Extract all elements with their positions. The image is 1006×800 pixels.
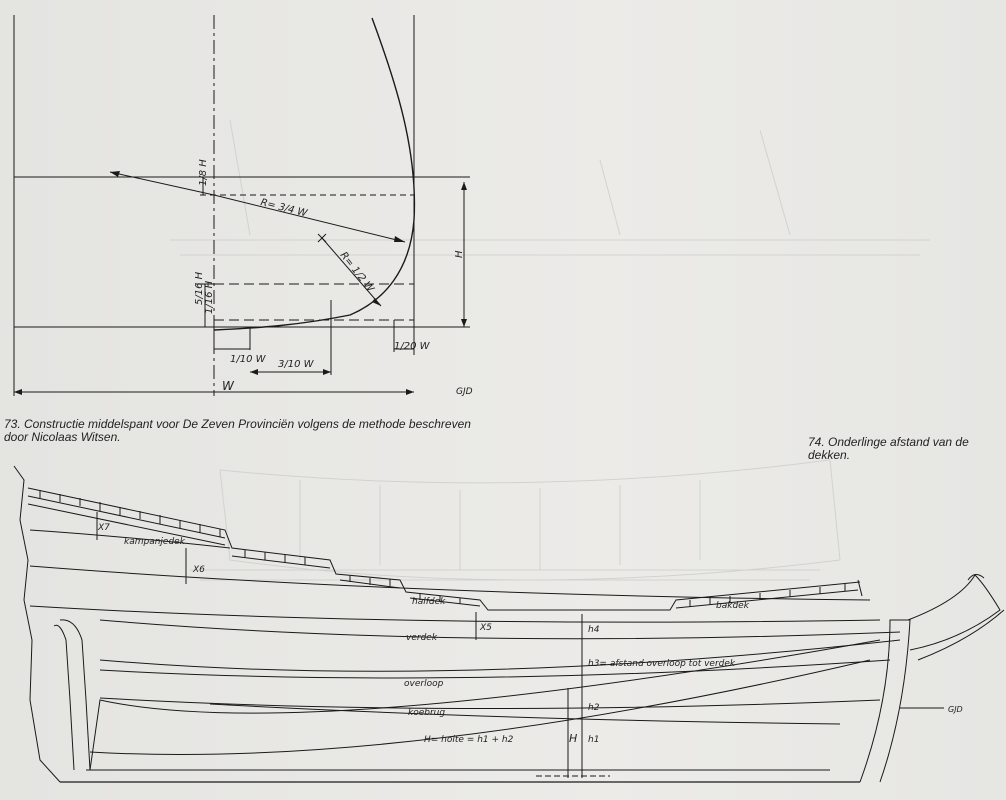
railing-balusters (39, 490, 846, 607)
radius-small-line (321, 237, 382, 307)
caption-fig73-line1: 73. Constructie middelspant voor De Zeve… (4, 417, 471, 431)
label-one-sixteenth-h: 1/16 H (204, 280, 215, 314)
label-five-sixteenths-h: 5/16 H (194, 271, 205, 305)
label-eighth-h: 1/8 H (198, 159, 209, 186)
radius-large-line (213, 194, 406, 243)
label-h2: h2 (588, 703, 600, 713)
label-h4: h4 (588, 625, 600, 635)
label-koebrug: koebrug (408, 708, 445, 718)
label-overloop: overloop (404, 679, 444, 689)
label-kampanjedek: kampanjedek (124, 537, 186, 547)
label-bakdek: bakdek (716, 601, 750, 611)
signature-fig73: GJD (456, 387, 473, 397)
stern-outline (13, 465, 61, 783)
frame-curve (213, 17, 416, 331)
label-halfdek: halfdek (412, 597, 446, 607)
label-x7: X7 (97, 523, 110, 533)
label-x5: X5 (479, 623, 492, 633)
radius-line-left (109, 171, 215, 196)
label-twentieth-w: 1/20 W (394, 341, 431, 352)
label-x6: X6 (192, 565, 205, 575)
label-three-tenths-w: 3/10 W (278, 359, 315, 370)
label-verdek: verdek (406, 633, 438, 643)
upper-rail (27, 487, 861, 611)
hull-bottom-curve (89, 659, 871, 756)
caption-fig74: 74. Onderlinge afstand van de dekken. (808, 435, 969, 462)
label-h: H (569, 732, 577, 745)
label-w-total: W (222, 379, 235, 393)
caption-fig73-line2: door Nicolaas Witsen. (4, 430, 121, 444)
label-h-formula: H= holte = h1 + h2 (424, 735, 514, 745)
label-h-total: H (454, 250, 465, 258)
bow-stem (859, 619, 911, 783)
label-h3: h3= afstand overloop tot verdek (588, 659, 736, 669)
verdek-line (99, 619, 901, 640)
signature-fig74: GJD (948, 705, 963, 714)
label-tenth-w: 1/10 W (230, 354, 267, 365)
label-h1: h1 (588, 735, 599, 745)
kampanjedek-line (29, 529, 231, 549)
halfdek-line (29, 565, 871, 601)
overloop-line (99, 659, 891, 679)
koebrug-line (209, 703, 841, 725)
